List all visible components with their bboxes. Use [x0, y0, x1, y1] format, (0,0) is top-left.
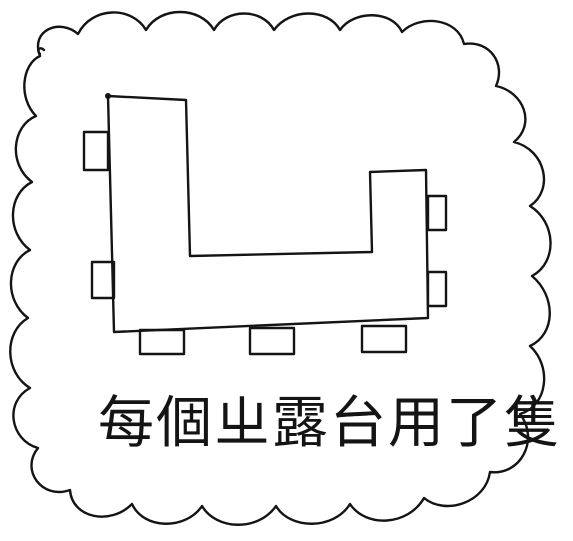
outline-start-dot — [105, 93, 111, 99]
chair-left-bottom — [90, 260, 116, 300]
chair-right-top — [426, 194, 448, 232]
terrace-outline — [106, 94, 430, 334]
chair-bottom-right — [360, 324, 408, 354]
chair-left-top — [82, 130, 110, 172]
pen-mark — [37, 47, 46, 56]
chair-right-bottom — [426, 270, 448, 308]
handwritten-caption: 每個ㄓ露台用了隻 — [98, 391, 562, 456]
chair-bottom-left — [138, 328, 186, 356]
chair-bottom-middle — [248, 326, 296, 356]
cloud-bubble-outline — [9, 10, 552, 526]
